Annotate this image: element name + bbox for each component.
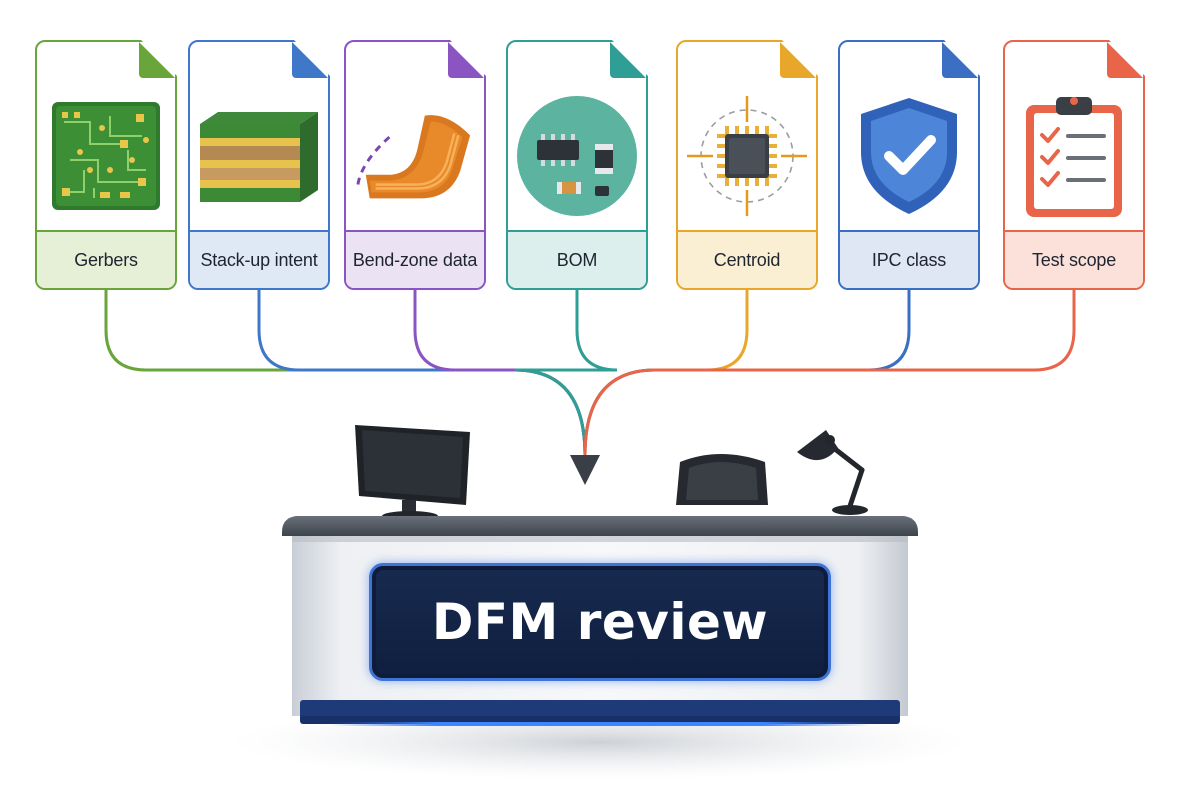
document-card-bom: BOM: [506, 40, 648, 290]
shield-check-icon: [846, 76, 972, 236]
document-card-ipc-class: IPC class: [838, 40, 980, 290]
flex-circuit-icon: [352, 76, 478, 236]
document-card-bend-zone-data: Bend-zone data: [344, 40, 486, 290]
chair-icon: [676, 454, 768, 505]
monitor-icon: [355, 425, 470, 521]
document-label: Test scope: [1005, 230, 1143, 288]
connector-4: [583, 288, 749, 457]
connector-3: [514, 288, 618, 457]
document-label: Stack-up intent: [190, 230, 328, 288]
chip-crosshair-icon: [684, 76, 810, 236]
document-label: Centroid: [678, 230, 816, 288]
document-label: Gerbers: [37, 230, 175, 288]
document-card-stack-up-intent: Stack-up intent: [188, 40, 330, 290]
document-card-centroid: Centroid: [676, 40, 818, 290]
arrow-down-icon: [570, 455, 600, 485]
document-label: BOM: [508, 230, 646, 288]
connector-6: [583, 288, 1076, 457]
layer-stack-icon: [196, 76, 322, 236]
connector-0: [104, 288, 587, 457]
connector-lines: [104, 288, 1076, 457]
components-icon: [514, 76, 640, 236]
desk-sign-text: DFM review: [431, 593, 769, 651]
document-card-gerbers: Gerbers: [35, 40, 177, 290]
document-label: Bend-zone data: [346, 230, 484, 288]
document-card-test-scope: Test scope: [1003, 40, 1145, 290]
clipboard-checklist-icon: [1011, 76, 1137, 236]
desk-sign: DFM review: [369, 563, 831, 681]
desk-top: [282, 516, 918, 536]
document-label: IPC class: [840, 230, 978, 288]
pcb-gerber-icon: [43, 76, 169, 236]
